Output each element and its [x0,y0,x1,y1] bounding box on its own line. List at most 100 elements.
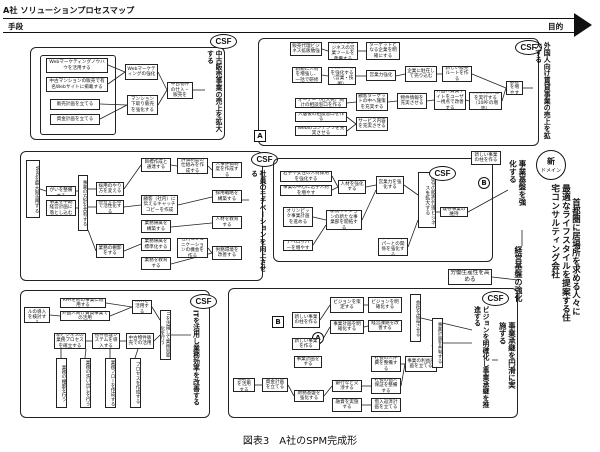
connector-line [123,243,142,252]
box-new-hire-training: 新規に人材を増強し、一括で研修 [292,67,322,83]
box-agency-study: 販売代理ビジネス拡販勉強 [290,42,322,56]
marker-b-lower: B [272,316,284,328]
csf-badge-top-left: CSF [210,34,237,49]
box-existing-maintain: 既存事業の維持 [440,207,468,217]
csf-badge-mid-right: CSF [429,166,456,181]
box-service-content: サービス内容を充実させる [356,117,388,131]
connector-line [109,306,133,317]
box-mansion-tradein: マンション下取り販売を強化する [127,95,158,115]
connector-line [177,196,213,206]
box-staff-strengthen: 事業の人材を強化する（営業・技術） [328,67,356,85]
region-top-right [258,38,539,146]
box-sales-power: 営業力強化 [366,70,396,81]
box-target-measures: 顧客ターゲットの中へ施策を充実する [356,93,388,111]
box-evaluation-system: 評価制度の仕組みを作成する [177,158,208,174]
goal-management-base: 経営基盤の強化 [514,246,523,302]
connector-line [157,89,168,106]
csf-motivation: 社員のモチベーションを向上させる [249,170,266,272]
box-web-marketing-know-how: Webマーケティングノウハウを活用する [46,58,108,73]
csf-succession: ビジョンを明確化し事業承継を推進する [472,306,489,408]
csf-badge-top-right: CSF [515,40,542,55]
connector-line [319,304,331,321]
box-profit-plan: 事業の利益計画を立てる [405,356,437,372]
box-subsidy: 補助金を活用する [233,378,255,392]
connector-line [361,189,377,221]
box-rpa-tool: RPAツールの導入を検討する [24,307,50,323]
box-communication: 社内コミュニケーションの機会を作る [177,238,208,258]
box-used-mansion-web: 中古マンションの販売で有名Webサイトに掲載する [46,77,108,92]
connector-line [346,101,357,104]
new-domain-badge: 新 ドメイン [536,150,566,180]
box-vision-clarify: ビジョンを明確化する [368,297,402,313]
connector-line [323,385,333,397]
connector-line [363,325,369,328]
region-top-left-inner [40,55,116,135]
box-president-salary: 社長の人件費を整備する [371,356,401,372]
box-new-pillar-2: 新しい事業の柱を作る [292,312,320,328]
box-recruit-method: 採用のやり方を変える [96,182,124,196]
box-business-teach: 業務を教育する [141,257,171,270]
connector-line [403,184,419,196]
connector-line [321,48,329,52]
box-loan: 融資を実施する [332,398,362,412]
map-title: A社 ソリューションプロセスマップ [3,5,135,15]
goal-label: 目的 [548,22,564,31]
new-domain-subtitle: ドメイン [540,168,561,174]
csf-it-efficiency: ITを活用し業務効率を改善する [191,310,200,406]
box-biz-planning: 事業計画をする [294,356,322,368]
region-bottom-left [20,290,210,418]
csf-badge-bottom-left: CSF [190,294,217,309]
connector-line [84,348,87,359]
connector-line [491,276,519,281]
box-repayment-plan: 借入返済計画を立てる [371,398,401,412]
box-issue-improve: 経営課題を改善する [368,320,402,332]
connector-line [170,222,213,228]
connector-line [346,116,357,125]
box-finance-base: 財務基盤を強化する [294,390,324,402]
connector-line [207,247,213,254]
box-rpa-use: RPAを活用する [132,300,152,314]
connector-line [287,384,295,397]
box-hr-evaluation: 人事評価制度を作成する [212,162,242,178]
box-bank-negotiate: 銀行など交渉する [332,380,362,392]
region-mid-right [273,158,493,262]
box-goal-notice: 目標作成と通達する [141,158,171,172]
box-customer-activate: 顧客を企画で活性化する [96,200,124,214]
connector-line [465,99,470,102]
connector-line [123,164,142,190]
connector-line [312,216,327,221]
box-rpa-other: RPAを他の事業に適用する [60,298,106,308]
box-sales-plan: 販売計画を立てる [50,99,100,110]
connector-line [420,317,473,331]
connector-line [426,99,435,102]
marker-b-upper: B [478,177,490,189]
region-top-left [30,47,225,140]
box-workflow: 業務フローを作成する [105,358,116,408]
connector-line [153,334,161,342]
box-post-move-window: 入居後の相談窓口を作る [295,112,347,122]
goal-succession: 事業承継を円滑に実施する [498,322,517,389]
box-sales-strength: 営業力を強化する [376,176,404,194]
box-used-property-purchase: 中古物件の仕入・販売を [167,82,193,99]
connector-line [99,104,128,120]
box-new-biz-pillar: 新しい事業の柱を作る [471,151,501,165]
box-company-grow: 会社を成長させる [410,294,421,342]
connector-line [395,73,406,77]
box-increase-customers: 顧客を増やす [506,81,523,95]
box-developer-increase: デベロッパーを増やす [283,240,313,251]
box-business-plan-10pf: 事業業務計画を実行する（10PFの増築） [469,92,502,110]
box-staff-strength: 人材を強化する [338,180,366,194]
box-agency-tools: 販売代理ビジネスの営業ツールを準備する [328,42,358,60]
box-foreign-site-improve: 外国人賃貸サイトをユーザー視点で改善する [434,90,466,110]
box-biz-clarify: 事業計画を明確化する [330,320,364,334]
box-midterm-plan: 事業を中期経営計画に落とし込む [46,200,76,216]
connector-line [407,219,419,248]
new-domain-title: 新 [547,157,555,166]
connector-line [87,229,97,252]
box-task-inventory: 業務の棚卸をする [96,244,124,258]
box-new-mansion-dept: 新規マンションの新たな事業部を開拓する [326,210,362,230]
box-productivity: 労働生産性を高める [448,269,492,285]
connector-line [331,175,339,188]
box-business-standard: 業務帰属を標準化する [141,238,171,251]
domain-lifestyle: 最適なライフスタイルを提案する住宅コンサルティング会社 [549,184,571,322]
